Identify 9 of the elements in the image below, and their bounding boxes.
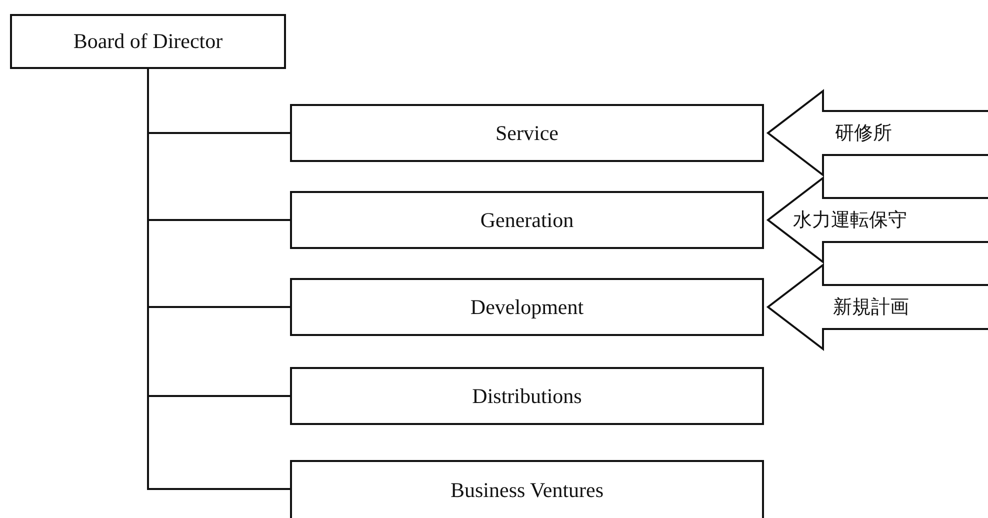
edge-label: 研修所 (835, 121, 892, 145)
department-box: Generation (290, 191, 764, 249)
block-arrow (766, 88, 988, 178)
department-box: Development (290, 278, 764, 336)
department-box: Business Ventures (290, 460, 764, 518)
edge-label: 新規計画 (833, 295, 909, 319)
department-box: Distributions (290, 367, 764, 425)
department-box: Service (290, 104, 764, 162)
board-box: Board of Director (10, 14, 286, 69)
